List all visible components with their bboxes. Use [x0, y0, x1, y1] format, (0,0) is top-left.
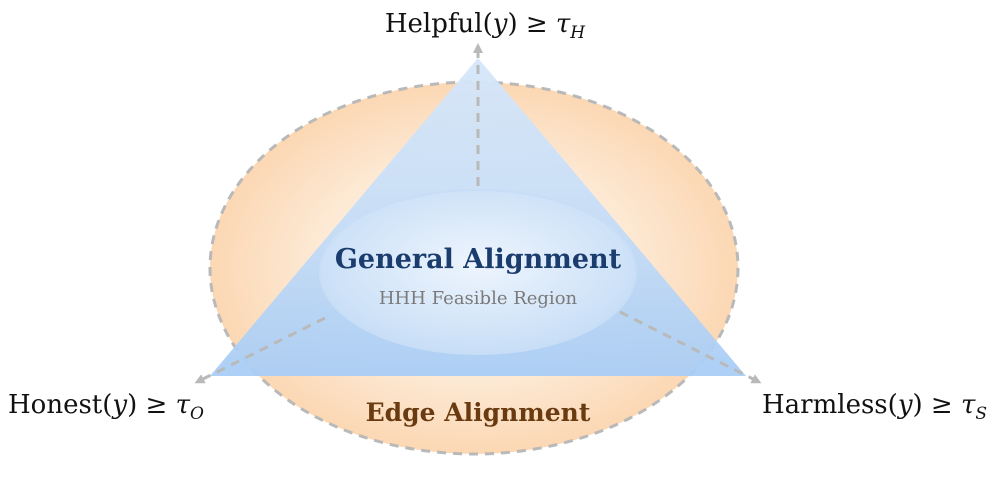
hhh-feasible-region-label: HHH Feasible Region: [379, 288, 578, 309]
general-region-ellipse: [319, 189, 637, 355]
general-alignment-title: General Alignment: [335, 244, 622, 275]
helpful-label: Helpful(y) ≥ τH: [385, 9, 586, 43]
harmless-label: Harmless(y) ≥ τS: [762, 390, 987, 424]
edge-alignment-title: Edge Alignment: [366, 398, 591, 427]
honest-label: Honest(y) ≥ τO: [8, 390, 204, 424]
honest-axis-line: [194, 316, 326, 384]
